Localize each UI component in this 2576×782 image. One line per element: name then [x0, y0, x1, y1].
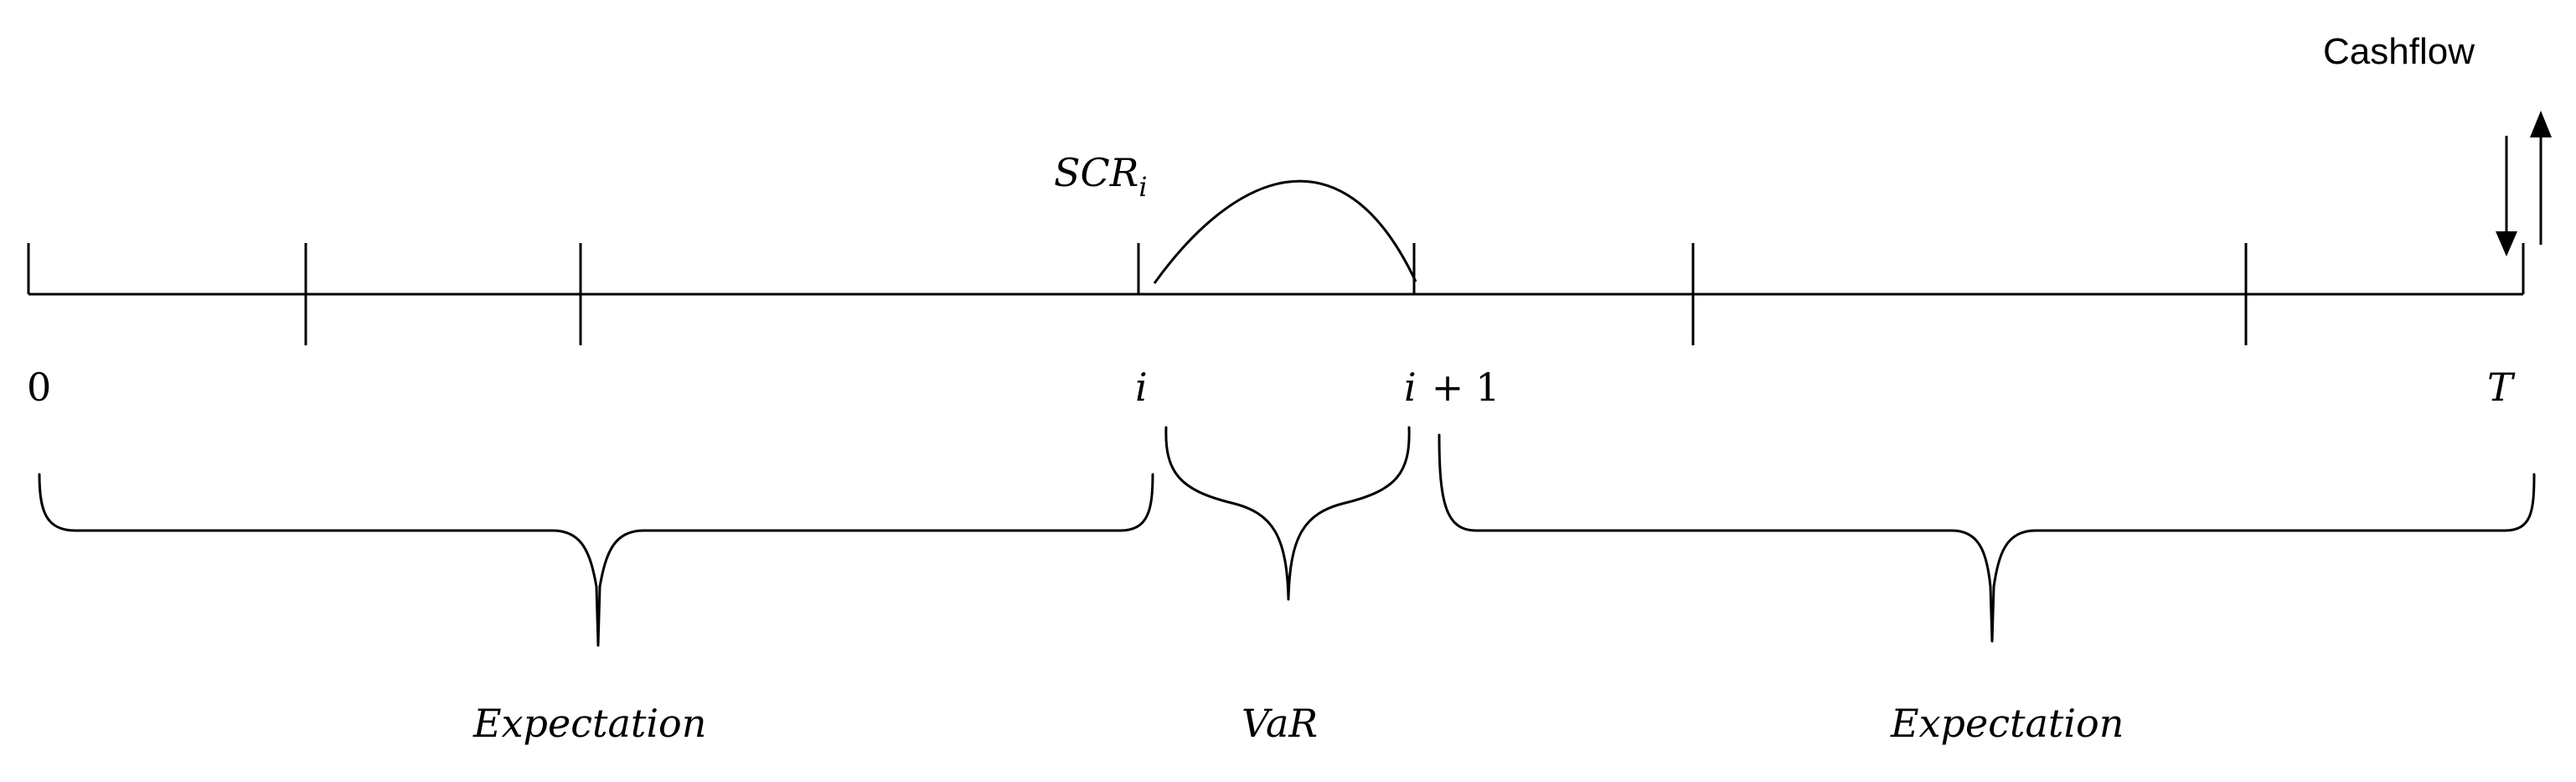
scr-arc [1153, 179, 1417, 284]
brace-right-label: Expectation [1890, 701, 2124, 746]
brace-right [1438, 433, 2536, 643]
cashflow-label: Cashflow [2323, 31, 2475, 72]
label-start: 0 [27, 365, 51, 410]
label-end: T [2487, 365, 2516, 410]
brace-middle-label: VaR [1242, 701, 1318, 746]
brace-left-label: Expectation [472, 701, 706, 746]
scr-label: SCRi [1054, 150, 1148, 203]
label-i: i [1135, 365, 1148, 410]
brace-middle [1164, 426, 1411, 601]
cashflow-down-arrow [2496, 136, 2517, 256]
cashflow-up-arrow [2530, 111, 2552, 245]
label-i-plus-1: i+1 [1404, 365, 1500, 410]
timeline-ticks [27, 243, 2525, 345]
brace-left [38, 473, 1154, 647]
